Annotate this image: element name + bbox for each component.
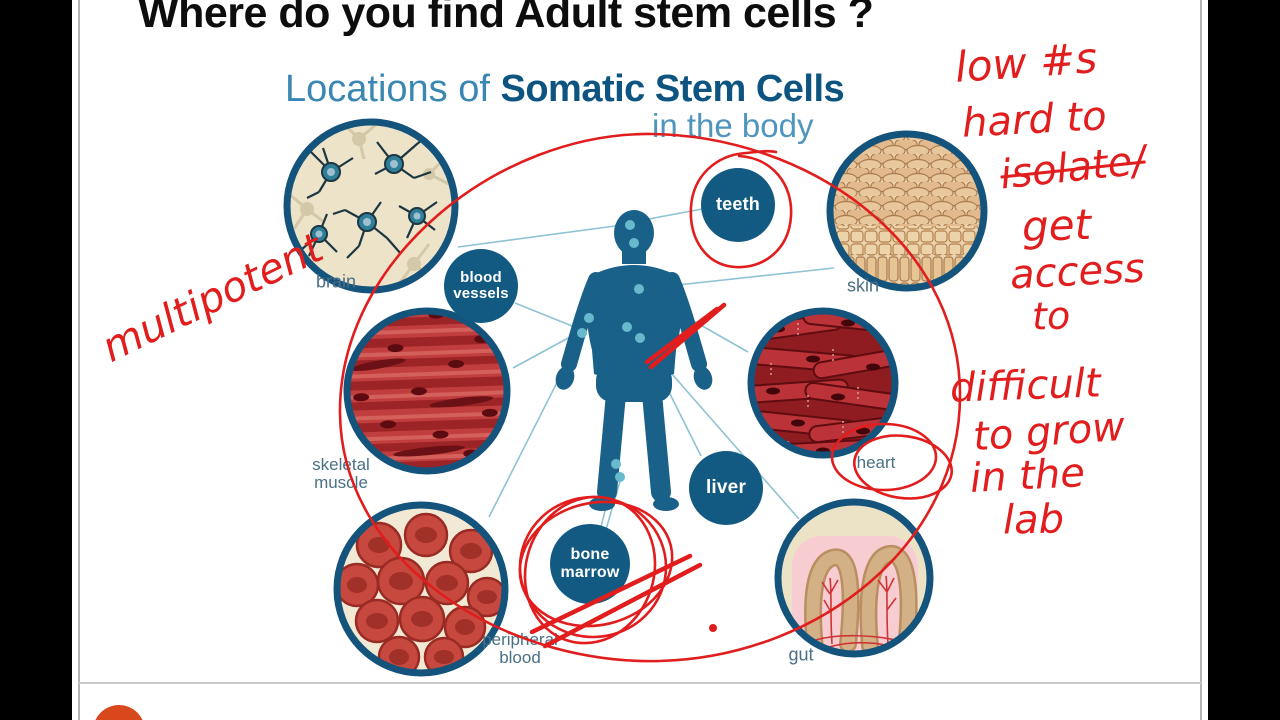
heart-loop-annotation-2: [852, 434, 954, 500]
body-marker-dots: [577, 220, 645, 482]
handwritten-note: low #s: [953, 33, 1099, 92]
handwritten-note: lab: [1002, 496, 1065, 544]
page-left-border: [78, 0, 80, 720]
red-dot-annotation: [709, 624, 717, 632]
right-black-bar: [1208, 0, 1280, 720]
slide-page: Where do you find Adult stem cells ? Loc…: [72, 0, 1208, 720]
big-oval-annotation: [338, 132, 962, 663]
handwritten-note: to: [1031, 293, 1071, 339]
handwritten-note: access: [1008, 245, 1146, 299]
page-right-border: [1200, 0, 1202, 720]
human-body-silhouette: [555, 210, 713, 511]
handwritten-note: to grow: [971, 403, 1127, 461]
liver-label: liver: [705, 476, 747, 498]
bone-marrow-strike-2: [542, 562, 703, 649]
bone-marrow-strike-1: [529, 553, 693, 635]
teeth-circle: teeth: [701, 168, 775, 242]
slide-title: Where do you find Adult stem cells ?: [138, 0, 874, 37]
skin-label: skin: [846, 275, 880, 296]
red-ink-annotations: [338, 132, 962, 663]
orange-circle-badge: [93, 705, 145, 720]
page-bottom-rule: [79, 682, 1201, 684]
liver-circle: liver: [689, 451, 763, 525]
brain-label: brain: [315, 271, 357, 292]
blood-vessels-circle: blood vessels: [444, 249, 518, 323]
heading-prefix: Locations of: [285, 68, 501, 110]
handwritten-note: difficult: [949, 360, 1102, 412]
blood-vessels-label: blood vessels: [453, 268, 509, 302]
bone-marrow-circle: bone marrow: [550, 524, 630, 604]
left-black-bar: [0, 0, 72, 720]
teeth-label: teeth: [715, 194, 760, 215]
handwritten-note: in the: [968, 450, 1086, 502]
bone-marrow-scribble-1: [518, 495, 668, 639]
gut-label: gut: [788, 644, 814, 665]
diagram-heading-subtitle: in the body: [652, 107, 814, 144]
handwritten-note: get: [1021, 199, 1092, 252]
handwritten-note: hard to: [960, 93, 1108, 147]
peripheral-blood-tissue-circle: [333, 501, 509, 677]
skeletal-muscle-tissue-circle: [343, 307, 511, 475]
diagram-heading: Locations of Somatic Stem Cells: [285, 68, 845, 111]
teeth-loop-annotation: [689, 149, 793, 269]
heart-label: heart: [856, 453, 896, 473]
arm-slash-annotation-2: [644, 306, 720, 365]
brain-tissue-circle: [283, 118, 459, 294]
heading-main: Somatic Stem Cells: [500, 68, 845, 110]
bone-marrow-label: bone marrow: [560, 546, 620, 581]
bone-marrow-scribble-3: [518, 500, 674, 628]
heart-loop-annotation-1: [830, 422, 938, 492]
